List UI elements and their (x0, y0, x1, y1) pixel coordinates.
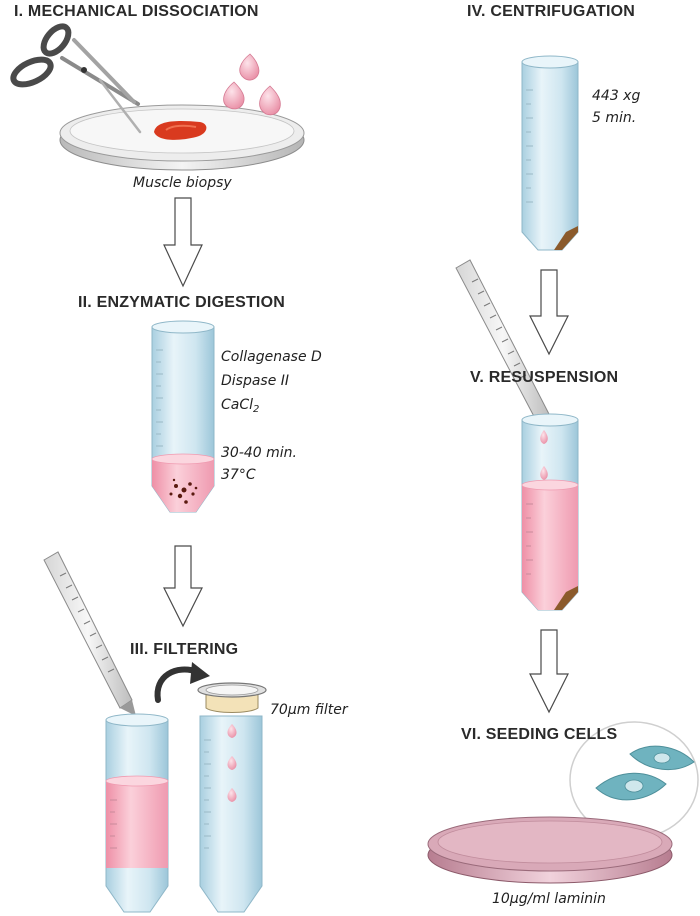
reagent-cacl2-subscript: 2 (253, 404, 260, 415)
arrow-5-to-6 (529, 629, 569, 714)
muscle-biopsy-caption: Muscle biopsy (133, 175, 232, 191)
seeding-dish (427, 816, 673, 884)
digestion-temperature: 37°C (221, 467, 256, 483)
reagent-collagenase: Collagenase D (221, 349, 322, 365)
step5-title: V. RESUSPENSION (470, 369, 619, 386)
resuspension-pipette (455, 259, 552, 430)
arrow-2-to-3 (163, 545, 203, 628)
digestion-tube (151, 320, 215, 513)
centrifuge-tube (521, 55, 579, 251)
step3-title: III. FILTERING (130, 641, 239, 658)
digestion-time: 30-40 min. (221, 445, 297, 461)
enzyme-drops (223, 53, 281, 116)
transfer-arrow-head (190, 662, 210, 684)
scissors-icon (10, 23, 142, 134)
resuspension-tube (521, 413, 579, 611)
centrifuge-speed: 443 xg (592, 88, 641, 104)
laminin-coating-label: 10µg/ml laminin (492, 891, 606, 907)
filtrate-tube (199, 715, 263, 913)
reagent-cacl2-base: CaCl (221, 397, 254, 413)
reagent-dispase: Dispase II (221, 373, 290, 389)
filter-pipette (43, 551, 136, 716)
step2-title: II. ENZYMATIC DIGESTION (78, 294, 285, 311)
cell-strainer-icon (197, 682, 267, 713)
reagent-cacl2: CaCl2 (221, 396, 259, 419)
step1-title: I. MECHANICAL DISSOCIATION (14, 3, 259, 20)
step4-title: IV. CENTRIFUGATION (467, 3, 636, 20)
cell-zoom-bubble (569, 721, 699, 839)
centrifuge-duration: 5 min. (592, 110, 637, 126)
filter-label: 70µm filter (270, 702, 348, 718)
filter-source-tube (105, 713, 169, 913)
arrow-4-to-5 (529, 269, 569, 356)
step6-title: VI. SEEDING CELLS (461, 726, 618, 743)
muscle-tissue-highlight (165, 124, 197, 131)
arrow-1-to-2 (163, 197, 203, 288)
